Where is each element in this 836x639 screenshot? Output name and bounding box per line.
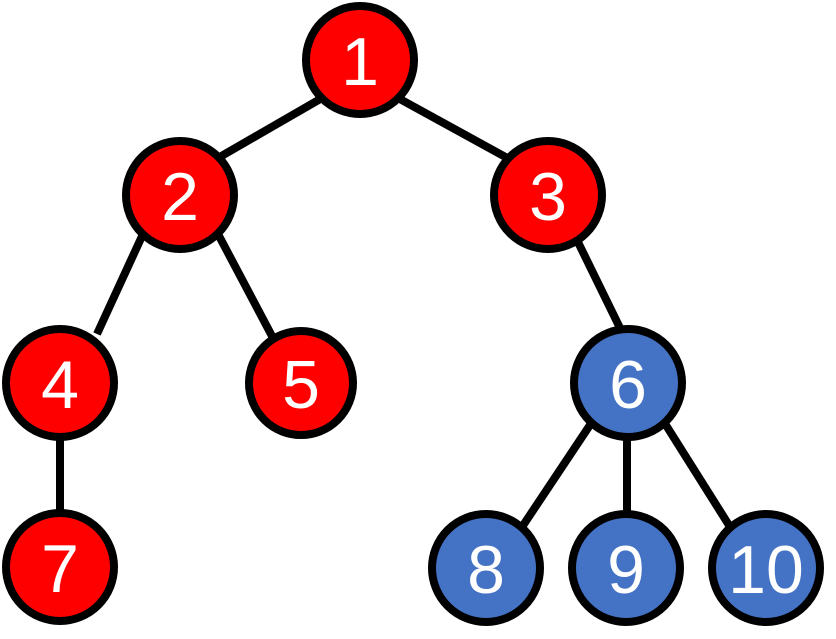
- tree-node-4[interactable]: 4: [2, 325, 118, 441]
- tree-node-label-4: 4: [41, 347, 79, 423]
- tree-node-circle-10[interactable]: [708, 510, 824, 626]
- tree-node-circle-8[interactable]: [428, 510, 544, 626]
- tree-node-label-7: 7: [41, 531, 79, 607]
- tree-node-circle-3[interactable]: [490, 137, 606, 253]
- edges-layer: [56, 94, 736, 533]
- tree-node-circle-1[interactable]: [302, 2, 418, 118]
- tree-edge-6-8: [516, 419, 596, 533]
- tree-node-7[interactable]: 7: [2, 509, 118, 625]
- tree-node-5[interactable]: 5: [245, 327, 357, 439]
- tree-node-8[interactable]: 8: [428, 510, 544, 626]
- tree-node-circle-6[interactable]: [570, 325, 686, 441]
- tree-edge-1-3: [396, 94, 513, 164]
- tree-node-circle-9[interactable]: [568, 510, 684, 626]
- tree-node-circle-2[interactable]: [122, 137, 238, 253]
- tree-node-label-5: 5: [282, 347, 320, 423]
- tree-node-circle-5[interactable]: [245, 327, 357, 439]
- tree-node-label-2: 2: [161, 159, 199, 235]
- tree-edge-6-10: [660, 419, 736, 533]
- tree-node-label-10: 10: [728, 532, 804, 608]
- tree-node-label-1: 1: [341, 24, 379, 100]
- tree-node-circle-7[interactable]: [2, 509, 118, 625]
- nodes-layer: 1 2 3 4 5 6 7 8 9 10: [2, 2, 824, 626]
- tree-node-9[interactable]: 9: [568, 510, 684, 626]
- tree-edge-1-2: [216, 94, 324, 162]
- tree-node-3[interactable]: 3: [490, 137, 606, 253]
- tree-node-label-6: 6: [609, 347, 647, 423]
- tree-node-label-9: 9: [607, 532, 645, 608]
- tree-node-label-8: 8: [467, 532, 505, 608]
- tree-node-6[interactable]: 6: [570, 325, 686, 441]
- tree-edge-3-6: [572, 236, 624, 330]
- tree-node-10[interactable]: 10: [708, 510, 824, 626]
- tree-edge-2-5: [214, 232, 277, 340]
- tree-node-1[interactable]: 1: [302, 2, 418, 118]
- tree-node-label-3: 3: [529, 159, 567, 235]
- tree-edge-2-4: [93, 232, 147, 336]
- tree-node-2[interactable]: 2: [122, 137, 238, 253]
- tree-node-circle-4[interactable]: [2, 325, 118, 441]
